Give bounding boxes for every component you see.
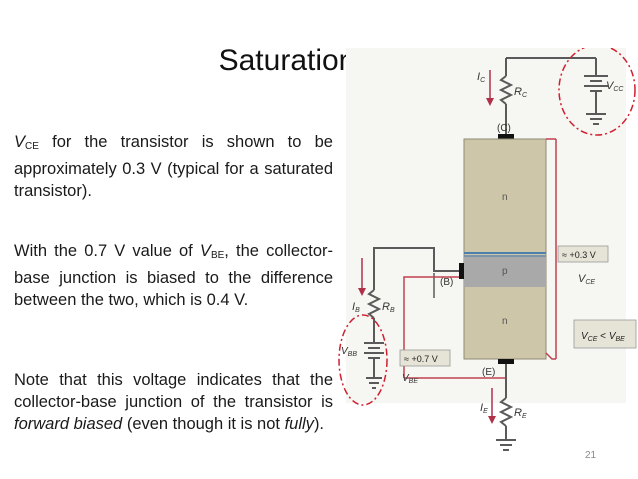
- collector-contact: [498, 134, 514, 139]
- vce-value-text: ≈ +0.3 V: [562, 250, 596, 260]
- re-resistor: [498, 397, 514, 427]
- vcc-label: VCC: [606, 80, 624, 93]
- paragraph-vbe-text: , the collector-base junction is biased …: [14, 242, 334, 309]
- rc-resistor: [498, 75, 514, 105]
- paragraph-forward-bias: Note that this voltage indicates that th…: [14, 369, 333, 435]
- fully-emphasis: fully: [284, 415, 314, 433]
- vce-vbe-comparison-box: [573, 319, 637, 349]
- collector-label: (C): [497, 123, 511, 134]
- ib-label: IB: [352, 301, 360, 314]
- n-emitter-region-label: n: [502, 316, 508, 327]
- paragraph-fb-lead: Note that this voltage indicates that th…: [14, 371, 333, 411]
- vce-vbe-comparison-text: VCE < VBE: [581, 331, 625, 343]
- emitter-label: (E): [482, 367, 495, 378]
- rb-resistor: [366, 289, 382, 319]
- vce-subscript: CE: [25, 141, 39, 152]
- base-contact: [459, 263, 464, 279]
- forward-biased-emphasis: forward biased: [14, 415, 123, 433]
- vce-indicator-bottom: [545, 352, 556, 360]
- vbb-label: VBB: [341, 346, 357, 358]
- vce-label: VCE: [578, 273, 595, 286]
- vbb-highlight: [338, 314, 388, 406]
- vbe-value-box: [399, 349, 451, 367]
- rc-label: RC: [514, 86, 528, 99]
- ib-arrowhead: [358, 288, 366, 296]
- transistor-body: [463, 138, 547, 360]
- vbe-indicator-line: [403, 276, 459, 378]
- ie-arrowhead: [488, 416, 496, 424]
- ic-label: IC: [477, 71, 486, 84]
- paragraph-vbe-lead: With the 0.7 V value of: [14, 242, 200, 260]
- vbe-label: VBE: [402, 373, 418, 385]
- paragraph-vce-text: for the transistor is shown to be approx…: [14, 133, 333, 200]
- paragraph-fb-mid: (even though it is not: [122, 415, 285, 433]
- paragraph-fb-end: ).: [313, 415, 325, 433]
- vce-symbol: V: [14, 133, 26, 151]
- ic-arrowhead: [486, 98, 494, 106]
- base-wire: [373, 247, 459, 290]
- re-label: RE: [514, 407, 527, 420]
- paragraph-vce: VCE for the transistor is shown to be ap…: [14, 131, 333, 202]
- base-region: [464, 255, 546, 287]
- slide-title: Saturation: [218, 44, 356, 77]
- vbe-value-text: ≈ +0.7 V: [404, 354, 438, 364]
- rb-label: RB: [382, 301, 395, 314]
- p-base-region-label: p: [502, 266, 508, 277]
- vce-value-box: [557, 245, 609, 263]
- transistor-circuit-diagram: IC RC VCC (C) n p n (B) (E) ≈ +0.3 V VCE…: [338, 44, 638, 468]
- paragraph-vbe: With the 0.7 V value of VBE, the collect…: [14, 240, 333, 311]
- vbe-subscript: BE: [210, 250, 225, 261]
- ie-label: IE: [480, 402, 488, 415]
- slide-number: 21: [585, 450, 597, 461]
- n-collector-region-label: n: [502, 192, 508, 203]
- emitter-contact: [498, 359, 514, 364]
- base-label: (B): [440, 277, 453, 288]
- vbe-symbol: V: [199, 242, 211, 260]
